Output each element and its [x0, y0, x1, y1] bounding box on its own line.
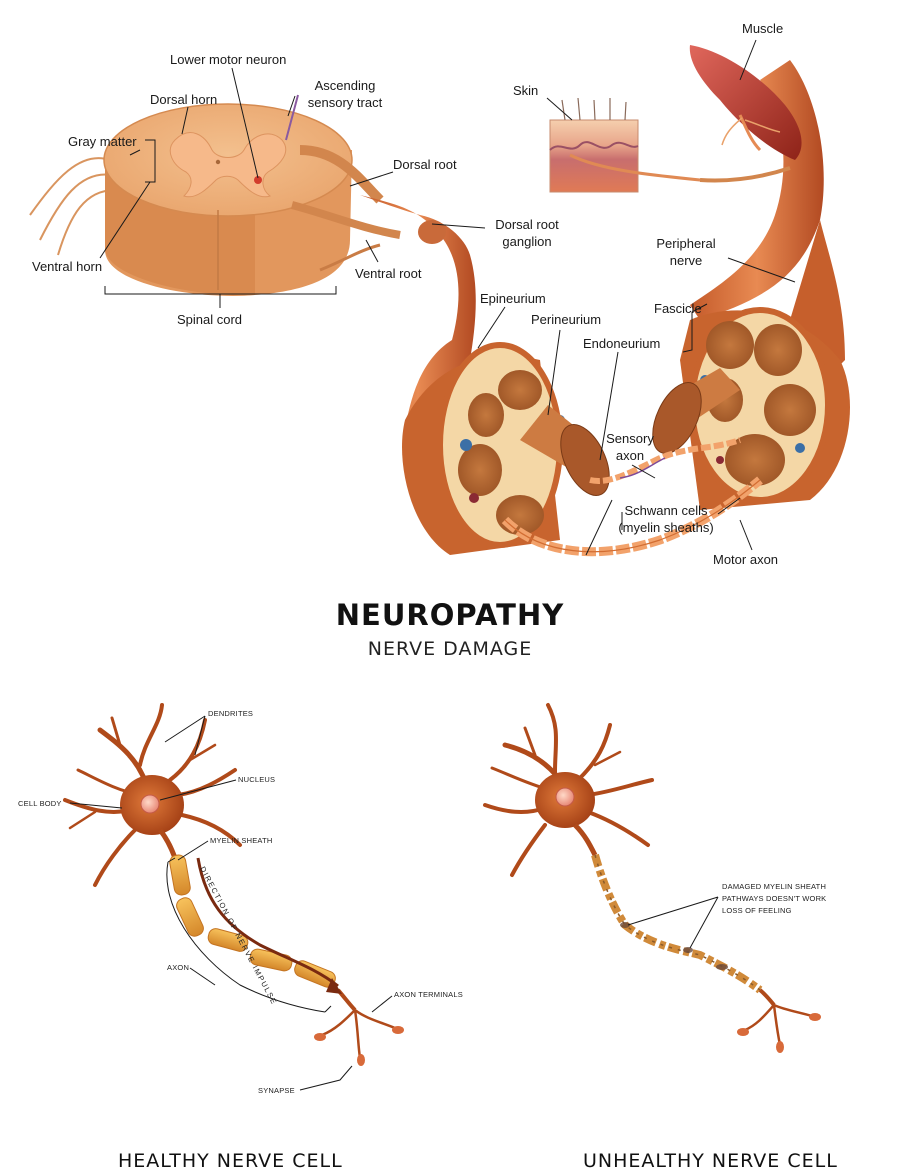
label-damaged-myelin-line2: PATHWAYS DOESN'T WORK: [722, 894, 827, 903]
label-myelin-sheath: MYELIN SHEATH: [210, 836, 273, 845]
label-lower-motor-neuron: Lower motor neuron: [170, 52, 287, 67]
label-dendrites: DENDRITES: [208, 709, 254, 718]
label-ascending-sensory-tract-line1: Ascending: [314, 78, 376, 93]
healthy-leader-lines: [69, 715, 393, 1091]
page-title: NEUROPATHY: [335, 598, 565, 632]
caption-unhealthy-nerve-cell: UNHEALTHY NERVE CELL: [583, 1150, 838, 1172]
label-ascending-sensory-tract-line2: sensory tract: [307, 95, 383, 110]
label-dorsal-root: Dorsal root: [393, 157, 457, 172]
label-axon-terminals: AXON TERMINALS: [394, 990, 463, 999]
label-fascicle: Fascicle: [654, 301, 702, 316]
muscle-drawing: [689, 45, 802, 160]
label-dorsal-horn: Dorsal horn: [150, 92, 218, 107]
label-epineurium: Epineurium: [480, 291, 546, 306]
page-subtitle: NERVE DAMAGE: [367, 638, 533, 660]
label-sensory-axon-line1: Sensory: [606, 431, 654, 446]
label-nucleus: NUCLEUS: [238, 775, 276, 784]
label-motor-axon: Motor axon: [713, 552, 779, 567]
label-peripheral-nerve-line1: Peripheral: [656, 236, 716, 251]
label-ventral-root: Ventral root: [355, 266, 422, 281]
skin-drawing: [549, 97, 791, 193]
label-damaged-myelin-line3: LOSS OF FEELING: [722, 906, 792, 915]
label-perineurium: Perineurium: [531, 312, 602, 327]
label-damaged-myelin-line1: DAMAGED MYELIN SHEATH: [722, 882, 827, 891]
unhealthy-neuron-drawing: [483, 703, 821, 1053]
label-skin: Skin: [513, 83, 539, 98]
healthy-neuron-drawing: [63, 703, 404, 1066]
label-sensory-axon-line2: axon: [615, 448, 645, 463]
label-axon: AXON: [167, 963, 190, 972]
label-synapse: SYNAPSE: [258, 1086, 295, 1095]
peripheral-nerve-drawing: [360, 60, 850, 557]
label-gray-matter: Gray matter: [68, 134, 137, 149]
label-endoneurium: Endoneurium: [583, 336, 661, 351]
label-muscle: Muscle: [742, 21, 784, 36]
unhealthy-leader-lines: [627, 896, 719, 949]
label-ventral-horn: Ventral horn: [32, 259, 103, 274]
label-spinal-cord: Spinal cord: [177, 312, 243, 327]
label-schwann-cells-line2: (myelin sheaths): [618, 520, 714, 535]
top-leader-lines: [99, 39, 796, 556]
label-schwann-cells-line1: Schwann cells: [624, 503, 708, 518]
caption-healthy-nerve-cell: HEALTHY NERVE CELL: [118, 1150, 343, 1172]
label-peripheral-nerve-line2: nerve: [669, 253, 703, 268]
label-cell-body: CELL BODY: [18, 799, 62, 808]
label-dorsal-root-ganglion-line2: ganglion: [502, 234, 552, 249]
label-dorsal-root-ganglion-line1: Dorsal root: [495, 217, 559, 232]
